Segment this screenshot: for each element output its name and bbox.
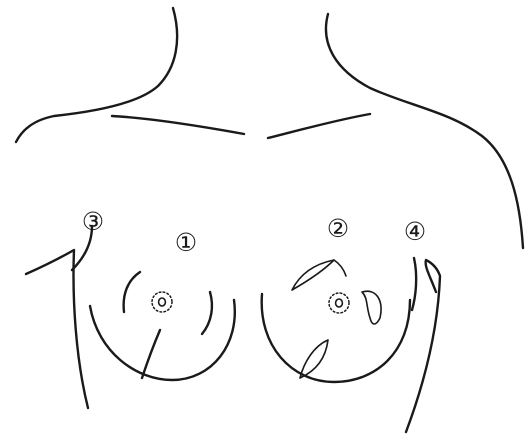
left-breast-contour xyxy=(90,300,235,380)
right-upper-lesion-outline xyxy=(292,260,334,290)
right-breast-contour xyxy=(262,294,410,382)
right-axilla-fold xyxy=(412,258,416,310)
marker-1-label: ① xyxy=(173,230,199,256)
neck-left-line xyxy=(16,8,177,142)
right-arm-line xyxy=(406,260,440,432)
left-inferior-radial-incision xyxy=(142,330,160,378)
right-nipple xyxy=(336,299,343,307)
left-areola xyxy=(152,292,172,312)
left-arm-line xyxy=(26,250,88,408)
left-upper-periareolar-incision xyxy=(124,272,140,312)
neck-right-line xyxy=(326,14,523,248)
left-nipple xyxy=(159,298,166,306)
marker-3-label: ③ xyxy=(80,209,106,235)
marker-4-label: ④ xyxy=(402,219,428,245)
marker-2-label: ② xyxy=(325,216,351,242)
left-clavicle-line xyxy=(112,116,244,134)
right-clavicle-line xyxy=(268,114,370,138)
right-upper-incision-tail xyxy=(334,260,346,276)
right-areola xyxy=(329,293,349,313)
left-lateral-arc-incision xyxy=(202,292,212,334)
right-inferior-lesion-outline xyxy=(300,340,328,378)
right-lateral-lesion-outline xyxy=(362,291,381,324)
